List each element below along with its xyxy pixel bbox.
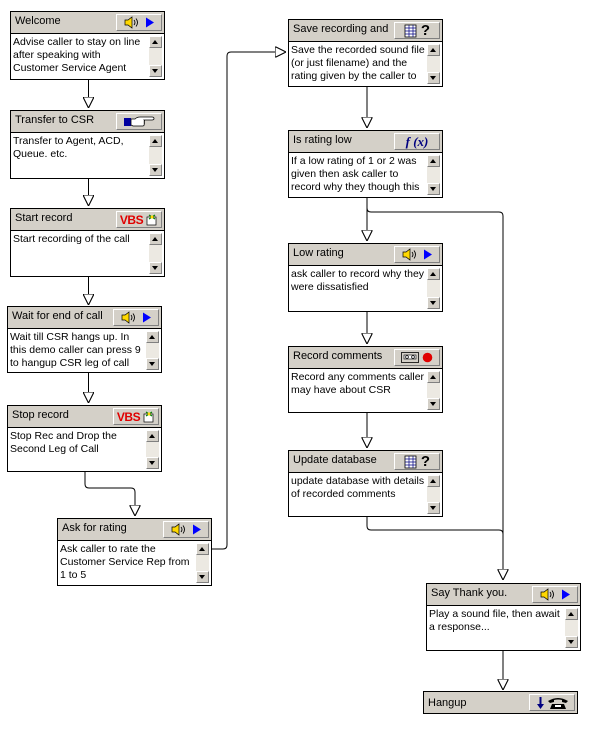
node-description: update database with details of recorded…: [291, 475, 425, 500]
node-transfer-to-csr[interactable]: Transfer to CSR Transfer to Agent, ACD, …: [10, 110, 165, 179]
node-description: Advise caller to stay on line after spea…: [13, 36, 141, 74]
node-title: Start record: [15, 212, 73, 224]
node-header: Low rating: [289, 244, 442, 266]
speaker-play-icon[interactable]: [116, 14, 162, 31]
scrollbar[interactable]: [146, 430, 159, 469]
node-title: Update database: [293, 454, 377, 466]
scrollbar[interactable]: [146, 331, 159, 370]
vbs-label: VBS: [116, 409, 141, 424]
node-title: Low rating: [293, 247, 344, 259]
node-title: Stop record: [12, 409, 69, 421]
node-description: Transfer to Agent, ACD, Queue. etc.: [13, 135, 124, 160]
node-title: Transfer to CSR: [15, 114, 95, 126]
node-description: Ask caller to rate the Customer Service …: [60, 543, 190, 581]
node-description: Start recording of the call: [13, 233, 130, 245]
scrollbar[interactable]: [427, 371, 440, 410]
node-description: Record any comments caller may have abou…: [291, 371, 425, 396]
node-wait-for-end-of-call[interactable]: Wait for end of call Wait till CSR hangs…: [7, 306, 162, 373]
node-header: Update database ?: [289, 451, 442, 473]
node-header: Welcome: [11, 12, 164, 34]
speaker-play-icon[interactable]: [394, 246, 440, 263]
node-title: Ask for rating: [62, 522, 127, 534]
node-update-database[interactable]: Update database ? update database with d…: [288, 450, 443, 517]
node-hangup[interactable]: Hangup: [423, 691, 578, 714]
node-start-record[interactable]: Start record VBS Start recording of the …: [10, 208, 165, 277]
speaker-play-icon[interactable]: [163, 521, 209, 538]
node-title: Is rating low: [293, 134, 352, 146]
node-description: Play a sound file, then await a response…: [429, 608, 560, 633]
database-query-icon[interactable]: ?: [394, 453, 440, 470]
scrollbar[interactable]: [427, 268, 440, 309]
node-header: Say Thank you.: [427, 584, 580, 606]
vbs-script-icon[interactable]: VBS: [113, 408, 159, 425]
node-header: Wait for end of call: [8, 307, 161, 329]
node-say-thank-you[interactable]: Say Thank you. Play a sound file, then a…: [426, 583, 581, 651]
node-stop-record[interactable]: Stop record VBS Stop Rec and Drop the Se…: [7, 405, 162, 472]
wire-stop-ask: [84, 472, 135, 516]
scrollbar[interactable]: [565, 608, 578, 648]
node-is-rating-low[interactable]: Is rating low f (x) If a low rating of 1…: [288, 130, 443, 198]
node-header: Transfer to CSR: [11, 111, 164, 133]
scrollbar[interactable]: [149, 36, 162, 77]
node-header: Save recording and ?: [289, 20, 442, 42]
wire-ask-save: [212, 52, 286, 550]
scrollbar[interactable]: [427, 155, 440, 195]
wire-update-thanks: [366, 517, 504, 535]
scrollbar[interactable]: [427, 44, 440, 84]
vbs-script-icon[interactable]: VBS: [116, 211, 162, 228]
node-description: Save the recorded sound file (or just fi…: [291, 44, 425, 82]
node-title: Welcome: [15, 15, 61, 27]
node-header: Start record VBS: [11, 209, 164, 231]
node-save-recording[interactable]: Save recording and ? Save the recorded s…: [288, 19, 443, 87]
node-title: Record comments: [293, 350, 383, 362]
node-title: Save recording and: [293, 23, 389, 35]
node-ask-for-rating[interactable]: Ask for rating Ask caller to rate the Cu…: [57, 518, 212, 586]
scrollbar[interactable]: [196, 543, 209, 583]
node-record-comments[interactable]: Record comments Record any comments call…: [288, 346, 443, 413]
wire-rating-thanks: [366, 198, 503, 580]
node-welcome[interactable]: Welcome Advise caller to stay on line af…: [10, 11, 165, 80]
scrollbar[interactable]: [149, 233, 162, 274]
question-mark-icon: ?: [420, 453, 431, 470]
node-description: ask caller to record why they were dissa…: [291, 268, 425, 293]
pointing-hand-icon[interactable]: [116, 113, 162, 130]
node-header: Record comments: [289, 347, 442, 369]
hangup-phone-icon[interactable]: [529, 694, 575, 711]
tape-record-icon[interactable]: [394, 349, 440, 366]
scrollbar[interactable]: [427, 475, 440, 514]
speaker-play-icon[interactable]: [113, 309, 159, 326]
node-description: Wait till CSR hangs up. In this demo cal…: [10, 331, 141, 369]
node-title: Hangup: [428, 697, 467, 709]
function-icon[interactable]: f (x): [394, 133, 440, 150]
vbs-label: VBS: [119, 212, 144, 227]
node-low-rating[interactable]: Low rating ask caller to record why they…: [288, 243, 443, 312]
database-query-icon[interactable]: ?: [394, 22, 440, 39]
function-label: f (x): [405, 133, 429, 149]
scrollbar[interactable]: [149, 135, 162, 176]
node-title: Say Thank you.: [431, 587, 508, 599]
node-header: Is rating low f (x): [289, 131, 442, 153]
node-header: Stop record VBS: [8, 406, 161, 428]
node-description: If a low rating of 1 or 2 was given then…: [291, 155, 420, 193]
node-header: Ask for rating: [58, 519, 211, 541]
node-title: Wait for end of call: [12, 310, 103, 322]
speaker-play-icon[interactable]: [532, 586, 578, 603]
question-mark-icon: ?: [420, 22, 431, 39]
node-description: Stop Rec and Drop the Second Leg of Call: [10, 430, 117, 455]
